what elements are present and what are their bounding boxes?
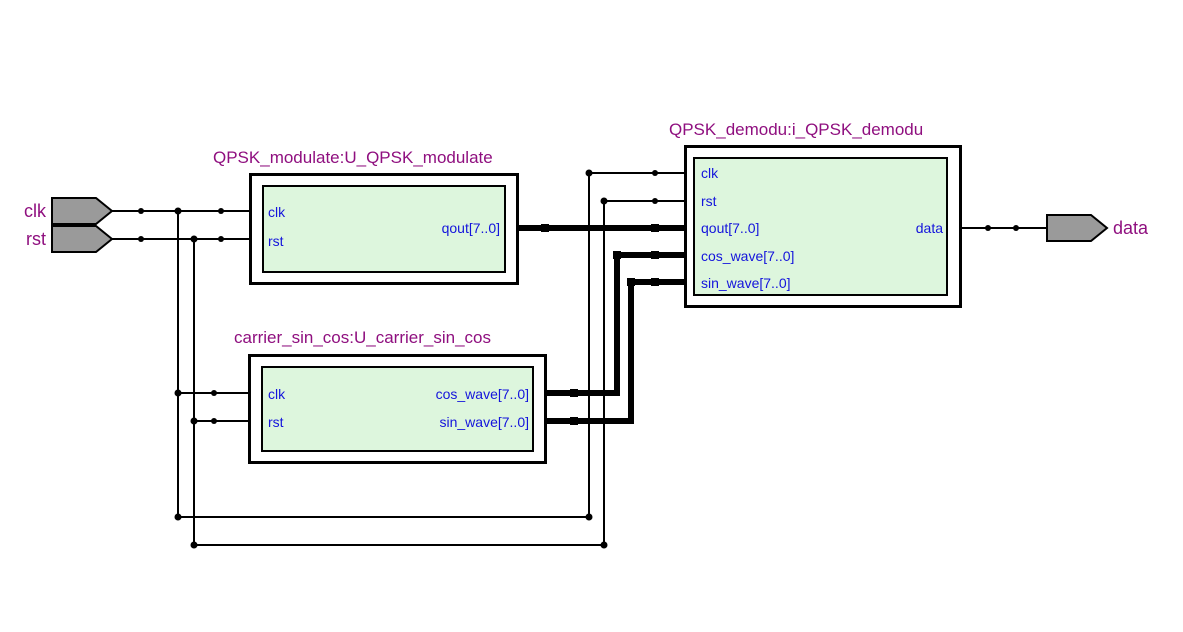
junction-dot: [190, 541, 198, 549]
junction-dot: [652, 198, 658, 204]
junction-dot: [600, 197, 608, 205]
block-qpsk-demodu-title: QPSK_demodu:i_QPSK_demodu: [669, 120, 923, 139]
output-pin-data-label: data: [1113, 218, 1149, 238]
junction-dot: [570, 417, 578, 425]
input-pin-rst-shape[interactable]: [51, 225, 114, 253]
junction-dot: [600, 541, 608, 549]
port-in-clk: clk: [268, 204, 286, 220]
port-in-rst: rst: [268, 233, 284, 249]
block-qpsk-demodu[interactable]: QPSK_demodu:i_QPSK_demodu clk rst qout[7…: [669, 120, 962, 308]
junction-dot: [651, 251, 659, 259]
junction-dot: [174, 207, 182, 215]
junction-dot: [211, 418, 217, 424]
port-out-sin-wave: sin_wave[7..0]: [440, 414, 530, 430]
block-carrier-sin-cos-body[interactable]: [261, 366, 534, 452]
junction-dot: [218, 236, 224, 242]
junction-dot: [985, 225, 991, 231]
junction-dot: [174, 513, 182, 521]
input-pin-rst-label: rst: [26, 229, 46, 249]
junction-dot: [190, 235, 198, 243]
port-out-qout: qout[7..0]: [442, 220, 500, 236]
junction-dot: [1013, 225, 1019, 231]
input-pin-clk-shape[interactable]: [51, 197, 114, 225]
junction-dot: [211, 390, 217, 396]
port-in-sin-wave: sin_wave[7..0]: [701, 275, 791, 291]
net-data[interactable]: [962, 225, 1047, 231]
junction-dot: [652, 170, 658, 176]
block-carrier-sin-cos[interactable]: carrier_sin_cos:U_carrier_sin_cos clk rs…: [234, 328, 547, 464]
port-in-rst: rst: [701, 193, 717, 209]
net-rst[interactable]: [112, 197, 684, 549]
port-in-qout: qout[7..0]: [701, 220, 759, 236]
junction-dot: [651, 224, 659, 232]
junction-dot: [541, 224, 549, 232]
net-cos-wave-bus[interactable]: [547, 251, 684, 397]
net-sin-wave-bus[interactable]: [547, 278, 684, 425]
input-pin-clk-label: clk: [24, 201, 47, 221]
port-out-cos-wave: cos_wave[7..0]: [436, 386, 529, 402]
block-carrier-sin-cos-title: carrier_sin_cos:U_carrier_sin_cos: [234, 328, 491, 347]
port-in-clk: clk: [268, 386, 286, 402]
net-qout-bus[interactable]: [518, 224, 684, 232]
junction-dot: [613, 251, 621, 259]
junction-dot: [570, 389, 578, 397]
output-pin-data[interactable]: data: [1046, 214, 1149, 242]
input-pin-rst[interactable]: rst: [26, 225, 114, 253]
junction-dot: [651, 278, 659, 286]
port-in-rst: rst: [268, 414, 284, 430]
block-qpsk-modulate-title: QPSK_modulate:U_QPSK_modulate: [213, 148, 493, 167]
junction-dot: [138, 236, 144, 242]
port-out-data: data: [916, 220, 943, 236]
output-pin-data-shape[interactable]: [1046, 214, 1109, 242]
junction-dot: [138, 208, 144, 214]
bus-cos-wave[interactable]: [547, 252, 684, 396]
junction-dot: [585, 513, 593, 521]
input-pin-clk[interactable]: clk: [24, 197, 114, 225]
port-in-clk: clk: [701, 165, 719, 181]
block-qpsk-modulate-body[interactable]: [262, 185, 506, 273]
junction-dot: [174, 389, 182, 397]
junction-dot: [218, 208, 224, 214]
net-clk[interactable]: [112, 169, 684, 521]
junction-dot: [585, 169, 593, 177]
block-qpsk-modulate[interactable]: QPSK_modulate:U_QPSK_modulate clk rst qo…: [213, 148, 519, 285]
junction-dot: [627, 278, 635, 286]
junction-dot: [190, 417, 198, 425]
block-qpsk-demodu-body[interactable]: [693, 157, 948, 296]
port-in-cos-wave: cos_wave[7..0]: [701, 248, 794, 264]
